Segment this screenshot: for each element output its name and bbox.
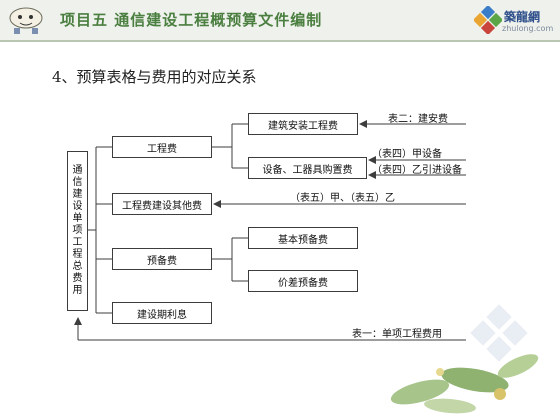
box-interest: 建设期利息	[112, 302, 212, 324]
box-engineering-cost: 工程费	[112, 136, 212, 158]
box-reserve-cost: 预备费	[112, 248, 212, 270]
mascot-icon	[9, 7, 43, 34]
source-table4a: （表四）甲设备	[372, 149, 442, 160]
slide-heading: 4、预算表格与费用的对应关系	[52, 68, 257, 86]
logo-subtext: zhulong.com	[502, 24, 554, 33]
box-other-cost: 工程费建设其他费	[112, 193, 212, 215]
root-box-total-cost: 通 信 建 设 单 项 工 程 总 费 用	[67, 151, 88, 311]
box-basic-reserve: 基本预备费	[248, 227, 358, 249]
source-table2: 表二：建安费	[388, 114, 448, 125]
header-bar: 项目五 通信建设工程概预算文件编制 築龍網 zhulong.com	[0, 0, 560, 42]
watermark-logo	[470, 304, 528, 362]
root-char: 信	[72, 177, 83, 188]
logo-icon	[474, 6, 502, 34]
root-char: 工	[72, 237, 83, 248]
header-title: 项目五 通信建设工程概预算文件编制	[60, 11, 323, 29]
source-table1: 表一：单项工程费用	[352, 329, 442, 340]
root-char: 用	[72, 285, 83, 296]
root-char: 总	[72, 261, 83, 272]
root-char: 设	[72, 201, 83, 212]
root-char: 费	[72, 273, 83, 284]
root-char: 单	[72, 213, 83, 224]
root-char: 建	[72, 189, 83, 200]
root-char: 通	[72, 165, 83, 176]
box-install-cost: 建筑安装工程费	[248, 113, 358, 135]
root-char: 程	[72, 249, 83, 260]
source-table4b: （表四）乙引进设备	[372, 165, 462, 176]
logo-text: 築龍網	[504, 10, 541, 24]
root-char: 项	[72, 225, 83, 236]
source-table5: （表五）甲、（表五）乙	[290, 193, 395, 204]
flower-decoration	[390, 354, 539, 414]
box-price-reserve: 价差预备费	[248, 270, 358, 292]
box-equipment-cost: 设备、工器具购置费	[248, 157, 367, 179]
